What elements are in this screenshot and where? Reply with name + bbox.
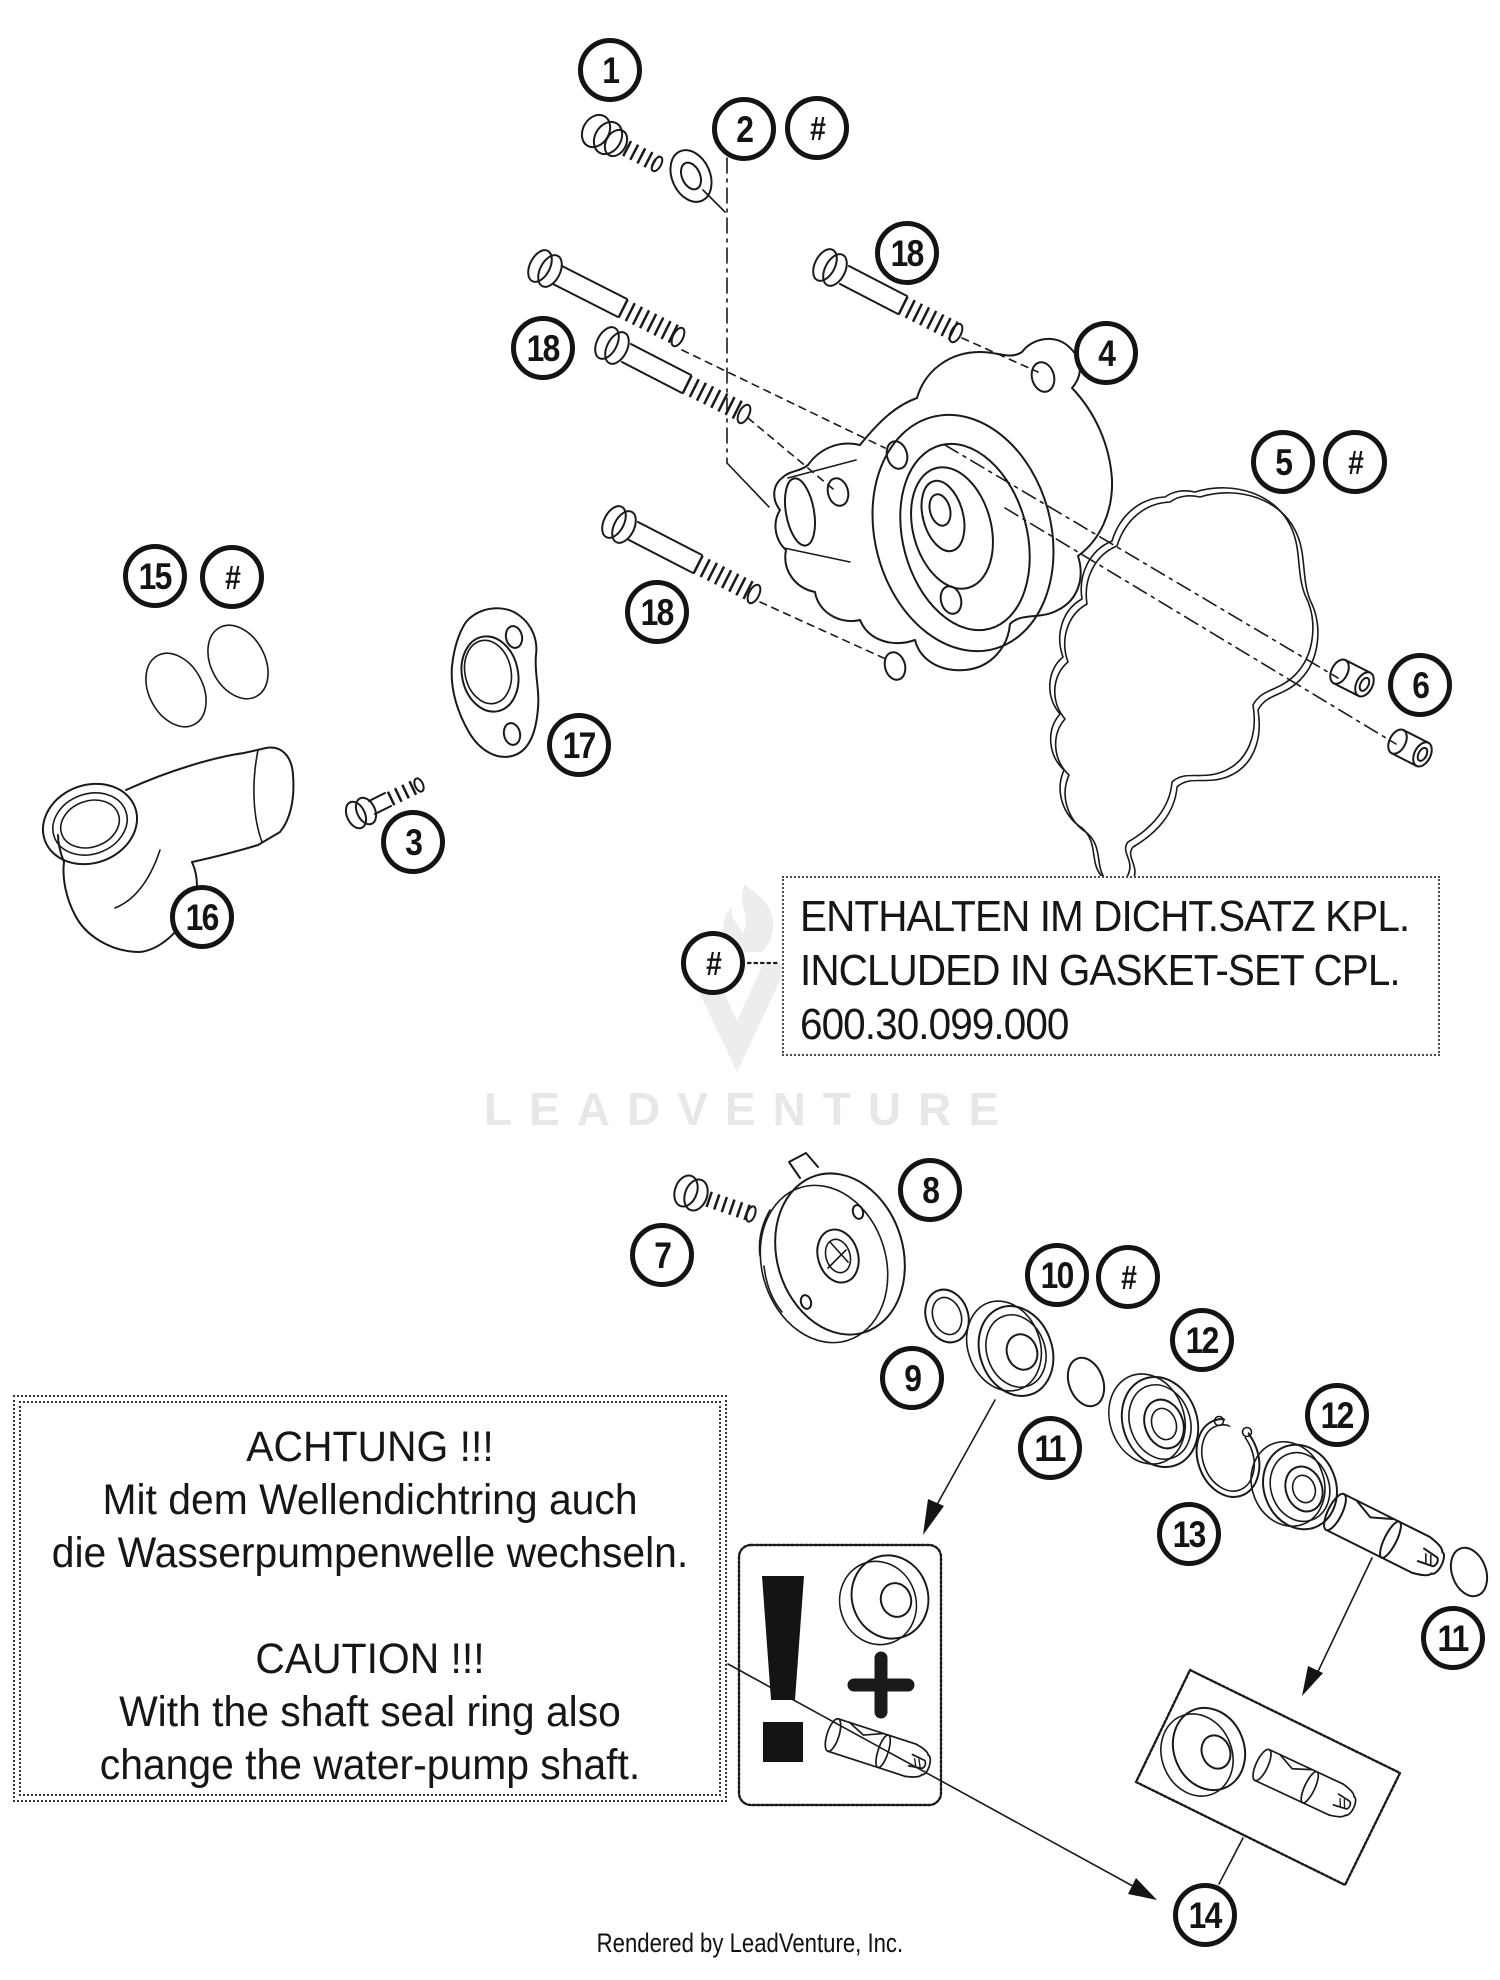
callout-11[interactable]: 11 [1018, 1416, 1082, 1480]
callout-label: 4 [1098, 332, 1116, 374]
callout-18[interactable]: 18 [625, 580, 689, 644]
callout-13[interactable]: 13 [1157, 1502, 1221, 1566]
leader-arrows [727, 1399, 1373, 1900]
gasket-note-line-en: INCLUDED IN GASKET-SET CPL. [800, 946, 1401, 995]
gasket-set-note-box: ENTHALTEN IM DICHT.SATZ KPL. INCLUDED IN… [782, 876, 1440, 1056]
caution-text-en-2: change the water-pump shaft. [99, 1741, 641, 1789]
bolt-18-left-upper [527, 249, 686, 348]
callout-label: 1 [602, 49, 620, 91]
kit-box-warning [737, 1543, 943, 1807]
callout-6[interactable]: 6 [1388, 653, 1452, 717]
callout-hash-9[interactable]: # [200, 545, 264, 609]
callout-11[interactable]: 11 [1421, 1606, 1485, 1670]
callout-hash-2[interactable]: # [785, 96, 849, 160]
bolt-18-top-right [812, 248, 964, 344]
screw-3 [344, 777, 425, 830]
callout-label: 11 [1034, 1427, 1067, 1469]
caution-title-de: ACHTUNG !!! [246, 1423, 494, 1471]
shaft-seal-10 [965, 1300, 1055, 1397]
callout-label: 8 [922, 1169, 940, 1211]
oring-11b [1449, 1546, 1489, 1598]
callout-label: 5 [1275, 441, 1293, 483]
caution-text-de-2: die Wasserpumpenwelle wechseln. [51, 1529, 689, 1577]
callout-3[interactable]: 3 [381, 810, 445, 874]
callout-label: # [705, 944, 722, 982]
callout-18[interactable]: 18 [875, 221, 939, 285]
caution-note-box: ACHTUNG !!! Mit dem Wellendichtring auch… [13, 1395, 727, 1802]
construction-lines [681, 157, 1397, 965]
callout-label: 10 [1041, 1254, 1075, 1296]
callout-label: 9 [904, 1357, 922, 1399]
callout-12[interactable]: 12 [1305, 1383, 1369, 1447]
seal-ring-9 [924, 1288, 970, 1344]
callout-label: 3 [405, 821, 423, 863]
callout-9[interactable]: 9 [880, 1346, 944, 1410]
caution-text-de-1: Mit dem Wellendichtring auch [102, 1476, 638, 1524]
callout-label: 18 [891, 232, 925, 274]
footer-credit-text: Rendered by LeadVenture, Inc. [596, 1928, 904, 1958]
callout-label: 17 [563, 724, 597, 766]
callout-hash-19[interactable]: # [1096, 1245, 1160, 1309]
callout-4[interactable]: 4 [1074, 321, 1138, 385]
impeller-8 [758, 1152, 906, 1344]
callout-label: 13 [1173, 1513, 1207, 1555]
callout-17[interactable]: 17 [547, 713, 611, 777]
callout-1[interactable]: 1 [578, 38, 642, 102]
callout-label: # [1120, 1258, 1137, 1296]
callout-2[interactable]: 2 [712, 97, 776, 161]
caution-title-en: CAUTION !!! [255, 1635, 485, 1683]
bolt-18-middle [601, 505, 762, 605]
callout-10[interactable]: 10 [1025, 1243, 1089, 1307]
leadventure-watermark: LEADVENTURE [483, 1083, 1017, 1135]
bushing-6a [1329, 658, 1375, 698]
callout-label: 18 [641, 591, 675, 633]
callout-label: 6 [1412, 664, 1430, 706]
caution-text-en-1: With the shaft seal ring also [119, 1688, 621, 1736]
gasket-note-line-de: ENTHALTEN IM DICHT.SATZ KPL. [800, 892, 1410, 941]
caution-note-box-inner: ACHTUNG !!! Mit dem Wellendichtring auch… [19, 1401, 721, 1796]
footer-credit: Rendered by LeadVenture, Inc. [0, 1928, 1500, 1959]
callout-label: 16 [186, 896, 220, 938]
bearing-12b [1250, 1440, 1338, 1531]
callout-15[interactable]: 15 [123, 544, 187, 608]
callout-18[interactable]: 18 [511, 316, 575, 380]
callout-label: 7 [654, 1234, 672, 1276]
callout-hash-7[interactable]: # [1323, 430, 1387, 494]
callout-label: 2 [736, 108, 754, 150]
callout-16[interactable]: 16 [170, 885, 234, 949]
pump-cover-4 [773, 337, 1114, 681]
callout-label: 12 [1186, 1319, 1220, 1361]
bushing-6b [1387, 728, 1433, 768]
callout-14[interactable]: 14 [1173, 1883, 1237, 1947]
screw-7 [673, 1174, 757, 1223]
screw-1 [580, 113, 664, 173]
callout-label: # [224, 558, 241, 596]
callout-7[interactable]: 7 [630, 1223, 694, 1287]
callout-label: 12 [1321, 1394, 1355, 1436]
oring-11a [1066, 1356, 1106, 1408]
oring-15b [207, 624, 269, 700]
callout-label: # [809, 109, 826, 147]
callout-label: # [1347, 443, 1364, 481]
bearing-12a [1108, 1373, 1200, 1469]
flange-17 [450, 607, 540, 758]
gasket-note-part-number: 600.30.099.000 [800, 1000, 1069, 1049]
callout-8[interactable]: 8 [898, 1158, 962, 1222]
callout-label: 14 [1189, 1894, 1223, 1936]
kit-box-14 [1134, 1668, 1402, 1887]
elbow-16 [41, 746, 295, 953]
callout-hash-15[interactable]: # [681, 931, 745, 995]
oring-15a [145, 652, 207, 728]
washer-2 [669, 149, 713, 203]
callout-label: 11 [1437, 1617, 1470, 1659]
callout-label: 18 [527, 327, 561, 369]
circlip-13 [1195, 1402, 1261, 1498]
callout-12[interactable]: 12 [1170, 1308, 1234, 1372]
callout-5[interactable]: 5 [1251, 430, 1315, 494]
bolt-18-left-lower [594, 326, 752, 425]
callout-label: 15 [139, 555, 173, 597]
